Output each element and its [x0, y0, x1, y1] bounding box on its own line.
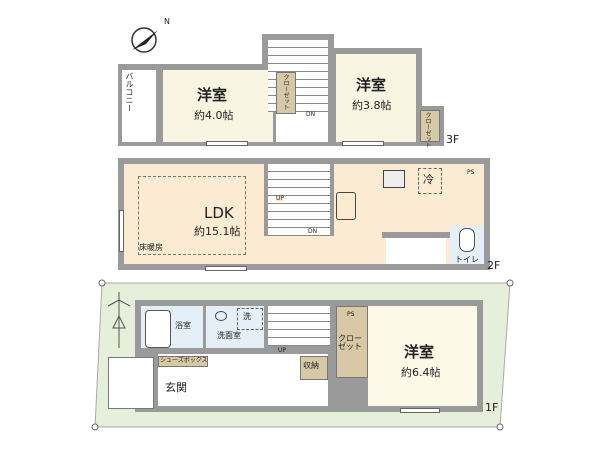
2f-stairs[interactable] [268, 164, 330, 236]
ldk-size: 約15.1帖 [194, 225, 241, 238]
3f-room-right-size: 約3.8帖 [352, 99, 392, 112]
shoebox [158, 356, 208, 367]
1f-room-name: 洋室 [404, 343, 435, 361]
1f-room-size: 約6.4帖 [401, 366, 441, 379]
compass-north-label: N [164, 17, 170, 26]
3f-stairs-dn: DN [306, 111, 316, 118]
entrance-label: 玄関 [165, 381, 187, 394]
bathroom-label: 浴室 [175, 321, 191, 330]
1f-closet-label: クローゼット [338, 334, 362, 351]
3f-closet-right [420, 110, 440, 142]
window [400, 408, 440, 413]
storage [300, 356, 328, 380]
window [205, 266, 247, 271]
3f-closet-right-label: クローゼット [424, 112, 431, 148]
2f-floor-label: 2F [487, 259, 501, 272]
balcony-label: バルコニー [125, 72, 134, 112]
2f-storage [386, 238, 446, 264]
2f-inner-wall [382, 232, 450, 238]
3f-room-right-name: 洋室 [356, 76, 387, 94]
bicycle-icon [107, 292, 131, 348]
1f-stairs[interactable] [268, 306, 330, 346]
porch [108, 357, 154, 409]
ldk-name: LDK [204, 204, 234, 222]
storage-label: 収納 [303, 361, 319, 370]
3f-closet-left [276, 72, 296, 114]
balcony [122, 70, 156, 142]
washer-label: 洗 [243, 312, 251, 321]
1f-ps-label: PS [347, 311, 355, 318]
floor-heating-label: 床暖房 [139, 243, 163, 252]
3f-closet-left-label: クローゼット [282, 74, 289, 110]
floor-heating-area [138, 176, 246, 255]
2f-stairs-up: UP [276, 195, 285, 202]
3f-room-left-size: 約4.0帖 [194, 109, 234, 122]
3f-floor-label: 3F [446, 133, 460, 146]
stove-icon [383, 170, 405, 188]
compass-icon [128, 22, 160, 54]
2f-ps-label: PS [467, 169, 475, 176]
window [119, 210, 124, 252]
washroom-label: 洗面室 [217, 331, 241, 340]
3f-room-left [163, 70, 273, 142]
2f-stair-landing [262, 236, 338, 264]
3f-room-right [336, 54, 416, 142]
3f-hall [276, 112, 328, 142]
fridge-label: 冷 [423, 173, 434, 186]
toilet-icon [459, 228, 475, 252]
sink-icon [336, 192, 356, 220]
1f-floor-label: 1F [485, 401, 499, 414]
1f-stairs-up: UP [278, 347, 287, 354]
shoebox-label: シューズボックス [160, 357, 208, 364]
fridge-space [418, 168, 442, 194]
toilet-label: トイレ [455, 255, 479, 264]
washer-space [237, 308, 263, 330]
window [342, 141, 384, 146]
2f-stairs-dn: DN [308, 228, 318, 235]
ldk [124, 164, 264, 264]
3f-room-left-name: 洋室 [197, 86, 228, 104]
1f-room [368, 306, 477, 406]
basin-icon [215, 311, 227, 321]
bathtub-icon [145, 310, 171, 348]
1f-closet [336, 306, 368, 378]
window [206, 141, 248, 146]
